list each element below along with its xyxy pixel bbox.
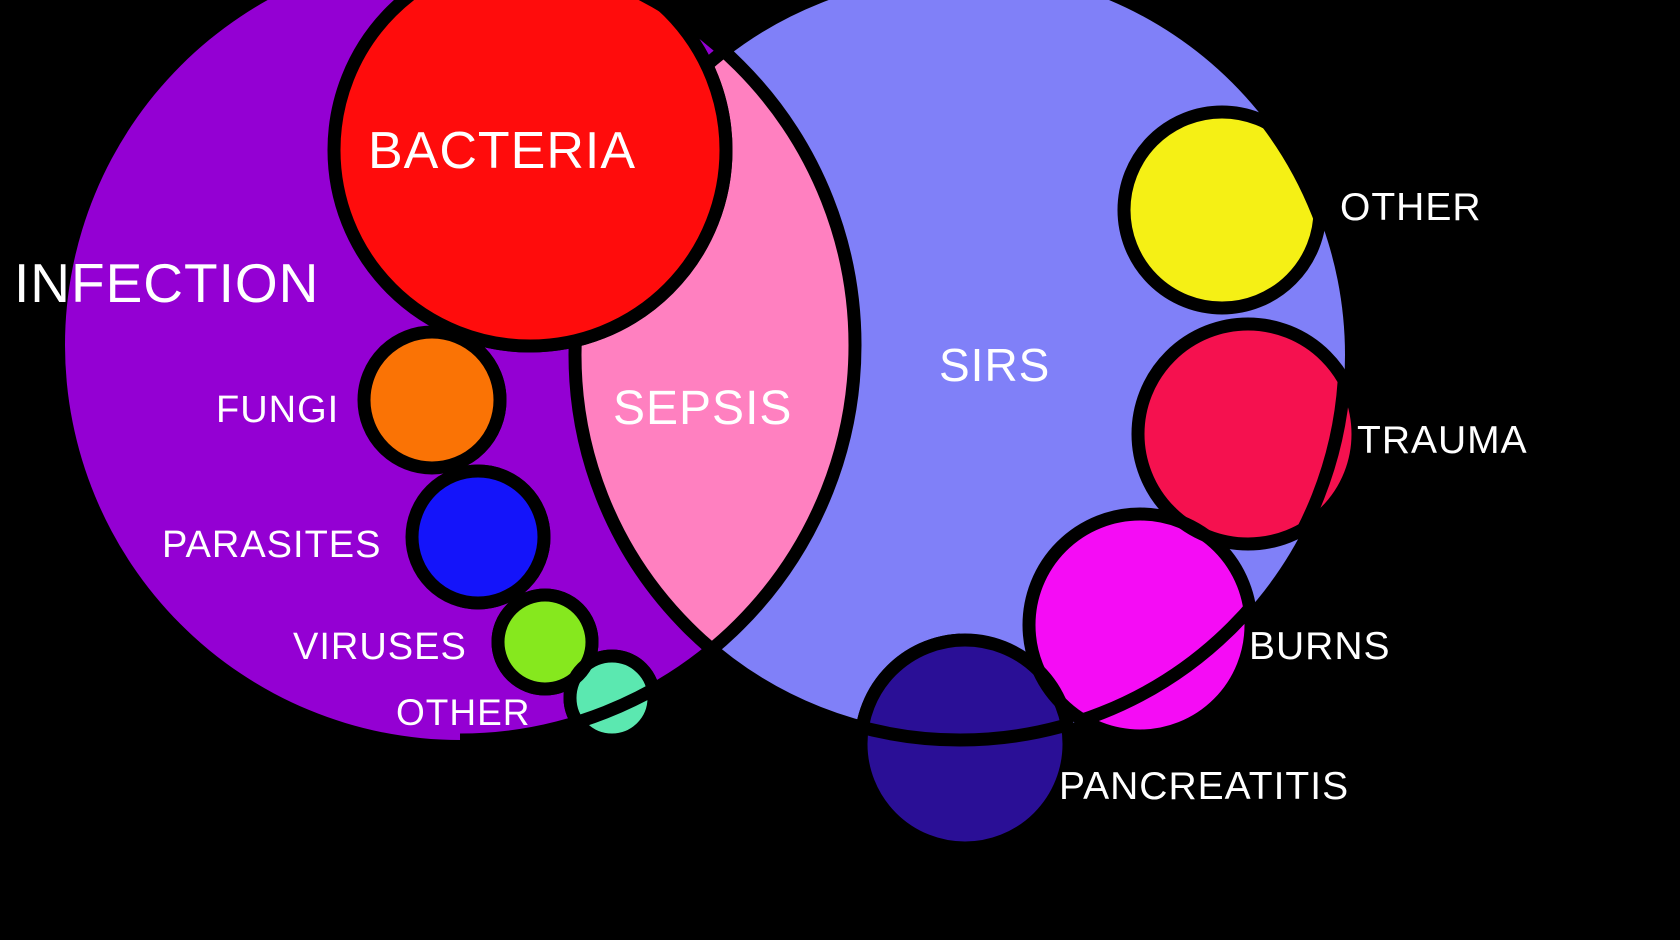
satellite-restore: [334, 0, 1358, 848]
trauma-outline-top: [1131, 317, 1365, 551]
fungi-restore: [364, 332, 500, 468]
label-fungi: FUNGI: [216, 389, 340, 431]
label-other-infection: OTHER: [396, 692, 531, 733]
label-burns: BURNS: [1249, 625, 1391, 668]
trauma-restore: [1138, 324, 1358, 544]
burns-restore: [1029, 514, 1251, 736]
viruses-restore: [498, 595, 592, 689]
other-sirs-restore: [1124, 112, 1320, 308]
label-pancreatitis: PANCREATITIS: [1059, 765, 1350, 808]
burns-outline-top: [1022, 507, 1258, 743]
viruses-outline-top: [491, 588, 599, 696]
fungi-outline-top: [357, 325, 507, 475]
label-infection: INFECTION: [14, 252, 320, 314]
label-sirs: SIRS: [939, 339, 1051, 391]
label-viruses: VIRUSES: [293, 626, 467, 668]
bacteria-restore: [334, 0, 726, 346]
parasites-outline-top: [405, 464, 551, 610]
bacteria-outline-top: [327, 0, 733, 353]
label-bacteria: BACTERIA: [368, 122, 637, 180]
label-parasites: PARASITES: [162, 524, 382, 566]
pancreatitis-outline-top: [854, 633, 1076, 855]
label-sepsis: SEPSIS: [613, 382, 793, 435]
label-other-sirs: OTHER: [1340, 186, 1482, 229]
label-trauma: TRAUMA: [1357, 419, 1528, 462]
other-infection-outline-top: [563, 649, 661, 747]
outlines-top: [327, 0, 1365, 855]
parasites-restore: [412, 471, 544, 603]
